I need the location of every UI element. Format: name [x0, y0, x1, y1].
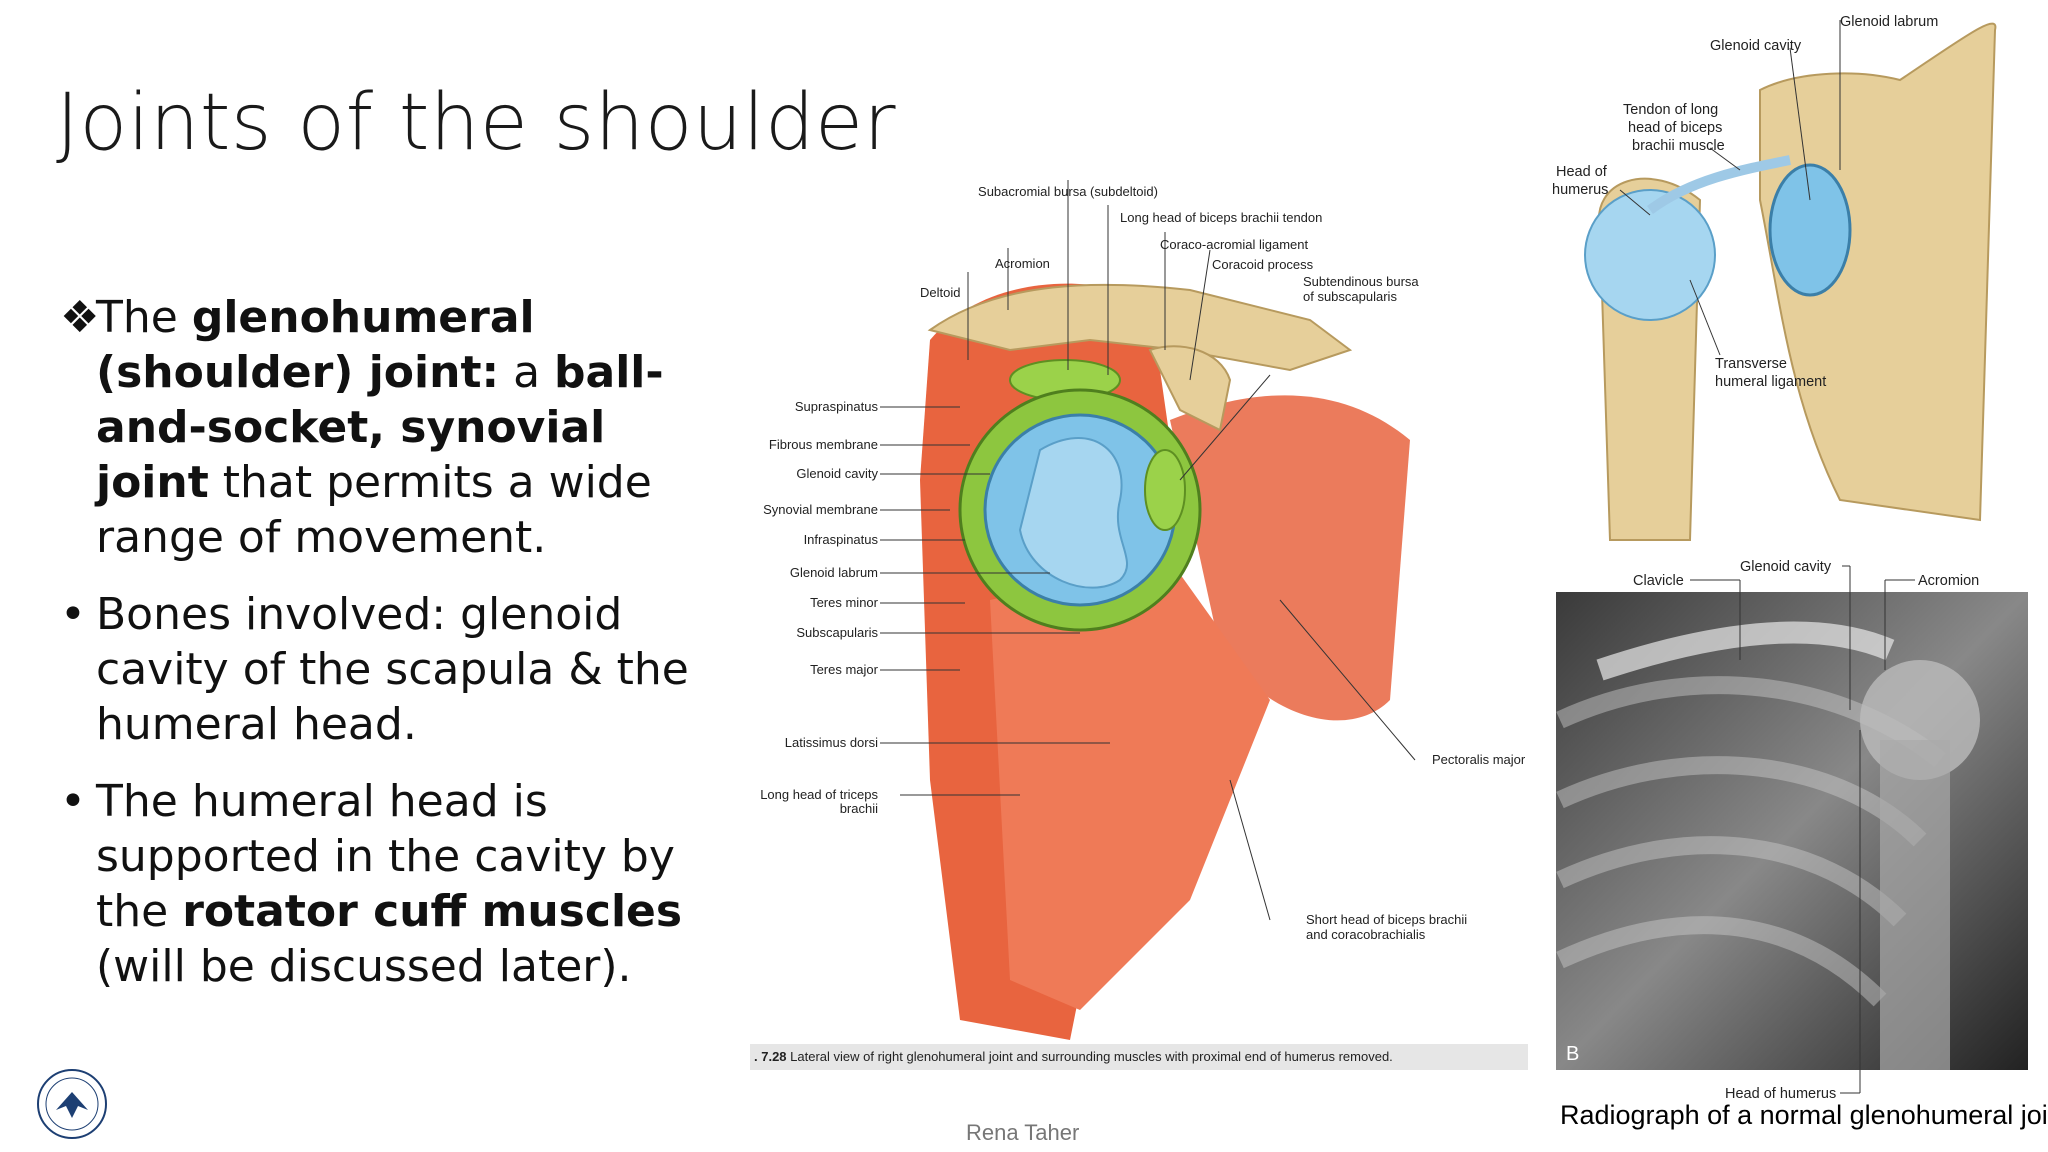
caption-number: . 7.28	[754, 1049, 787, 1064]
label-glenoid-labrum: Glenoid labrum	[1840, 14, 1938, 30]
caption-text: Lateral view of right glenohumeral joint…	[790, 1049, 1393, 1064]
radiograph-caption: Radiograph of a normal glenohumeral join…	[1560, 1100, 2048, 1130]
label-subacromial-bursa: Subacromial bursa (subdeltoid)	[978, 184, 1158, 199]
label-head-of-humerus: Head of humerus	[1725, 1086, 1836, 1102]
label-tendon-3: brachii muscle	[1632, 138, 1725, 154]
label-deltoid: Deltoid	[920, 285, 960, 300]
bullet-dot-icon: •	[60, 589, 86, 640]
label-supraspinatus: Supraspinatus	[795, 399, 879, 414]
figure-lateral-view: Subacromial bursa (subdeltoid) Long head…	[760, 180, 1526, 1040]
label-infraspinatus: Infraspinatus	[804, 532, 879, 547]
coracoid-shape	[1148, 345, 1232, 432]
bullet-text: that permits a wide range of movement.	[96, 457, 652, 563]
label-clavicle: Clavicle	[1633, 573, 1684, 589]
biceps-tendon-shape	[1144, 449, 1186, 531]
bullet-text: a	[499, 347, 555, 398]
label-subscapularis: Subscapularis	[796, 625, 878, 640]
figure-radiograph: Glenoid cavity Clavicle Acromion B Head …	[1556, 559, 2028, 1102]
bullet-text: The	[96, 292, 192, 343]
label-pectoralis: Pectoralis major	[1432, 752, 1526, 767]
label-transverse-2: humeral ligament	[1715, 374, 1826, 390]
label-subtendinous-1: Subtendinous bursa	[1303, 274, 1419, 289]
label-fibrous: Fibrous membrane	[769, 437, 878, 452]
label-glenoid-cavity: Glenoid cavity	[796, 466, 878, 481]
bullet-diamond-icon: ❖	[60, 292, 100, 343]
label-head-1: Head of	[1556, 164, 1608, 180]
label-long-head-biceps: Long head of biceps brachii tendon	[1120, 210, 1322, 225]
glenoid-cavity-shape	[1768, 163, 1852, 297]
label-acromion: Acromion	[1918, 573, 1979, 589]
pectoralis-shape	[1170, 395, 1410, 721]
bullet-rotator-cuff: • The humeral head is supported in the c…	[60, 774, 700, 994]
label-teres-major: Teres major	[810, 662, 879, 677]
bullet-glenohumeral: ❖ The glenohumeral (shoulder) joint: a b…	[60, 290, 700, 565]
label-triceps-1: Long head of triceps	[760, 787, 878, 802]
footer-author: Rena Taher	[966, 1120, 1080, 1145]
label-glenoid-labrum: Glenoid labrum	[790, 565, 878, 580]
glenoid-inner-shape	[1018, 437, 1129, 589]
label-teres-minor: Teres minor	[810, 595, 879, 610]
panel-letter: B	[1566, 1043, 1579, 1065]
label-tendon-2: head of biceps	[1628, 120, 1722, 136]
clavicle-shape	[1596, 621, 1895, 681]
bullet-list: ❖ The glenohumeral (shoulder) joint: a b…	[60, 290, 700, 1016]
label-glenoid-cavity: Glenoid cavity	[1710, 38, 1802, 54]
label-coracoid: Coracoid process	[1212, 257, 1314, 272]
figure-anterior-view: Glenoid labrum Glenoid cavity Tendon of …	[1552, 14, 1997, 541]
humerus-shaft-shape	[1880, 740, 1950, 1070]
bullet-bones: • Bones involved: glenoid cavity of the …	[60, 587, 700, 752]
label-short-head-2: and coracobrachialis	[1306, 927, 1426, 942]
scapula-shape	[1759, 22, 1997, 522]
bullet-bold: ball-and-socket, synovial joint	[96, 347, 664, 508]
bullet-text: Bones involved: glenoid cavity of the sc…	[96, 589, 689, 750]
label-glenoid-cavity: Glenoid cavity	[1740, 559, 1832, 575]
rib-shapes	[1556, 676, 1946, 1007]
label-subtendinous-2: of subscapularis	[1303, 289, 1397, 304]
label-coraco-acromial: Coraco-acromial ligament	[1160, 237, 1308, 252]
acromion-shape	[927, 283, 1353, 372]
lower-muscles-shape	[990, 560, 1270, 1010]
slide-title: Joints of the shoulder	[56, 78, 897, 168]
university-logo-icon	[37, 1069, 107, 1139]
bullet-bold: rotator cuff muscles	[182, 886, 683, 937]
label-transverse-1: Transverse	[1715, 356, 1787, 372]
label-synovial: Synovial membrane	[763, 502, 878, 517]
bullet-text: (will be discussed later).	[96, 941, 632, 992]
biceps-tendon-shape	[1647, 155, 1791, 215]
label-latissimus: Latissimus dorsi	[785, 735, 878, 750]
bullet-bold: glenohumeral (shoulder) joint:	[96, 292, 535, 398]
label-head-2: humerus	[1552, 182, 1608, 198]
figure-caption: . 7.28 Lateral view of right glenohumera…	[750, 1044, 1528, 1070]
label-acromion: Acromion	[995, 256, 1050, 271]
label-triceps-2: brachii	[840, 801, 878, 816]
humeral-head-shape	[1584, 189, 1716, 321]
bullet-text: The humeral head is supported in the cav…	[96, 776, 675, 937]
bullet-dot-icon: •	[60, 776, 86, 827]
label-short-head-1: Short head of biceps brachii	[1306, 912, 1467, 927]
label-tendon-1: Tendon of long	[1623, 102, 1718, 118]
